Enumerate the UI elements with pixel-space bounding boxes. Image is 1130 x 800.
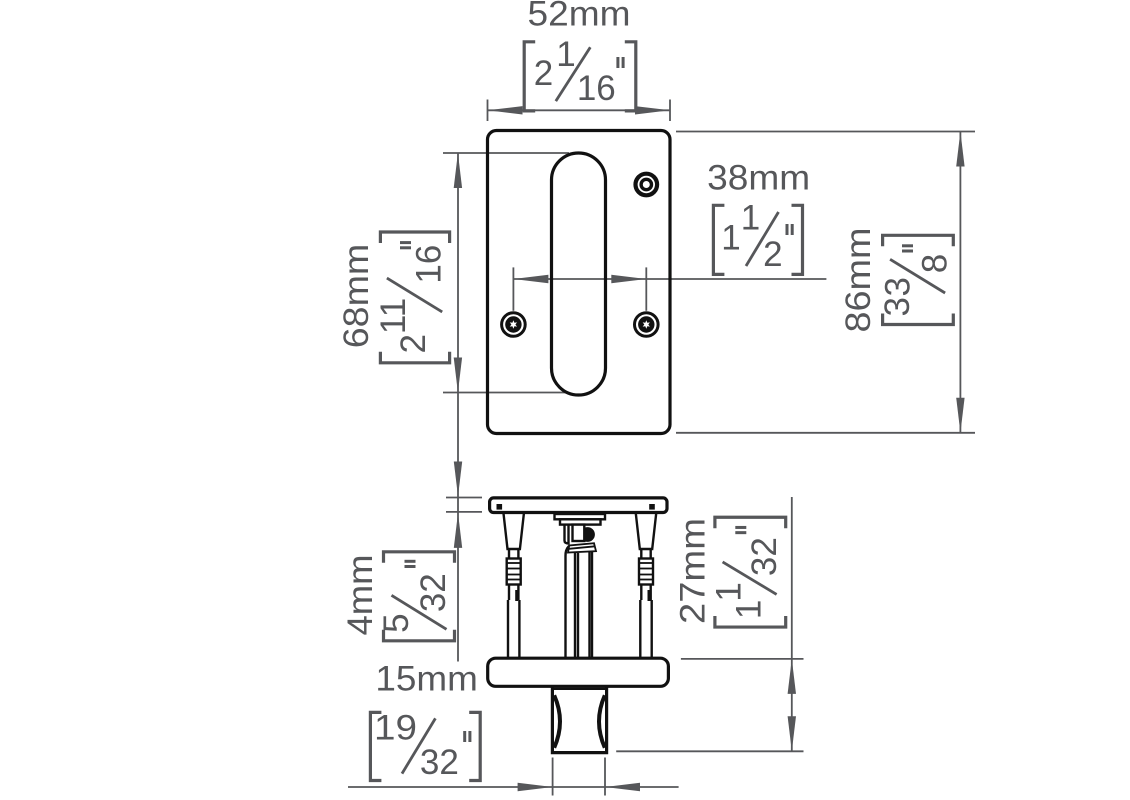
svg-text:15mm: 15mm — [375, 660, 478, 699]
svg-text:2: 2 — [394, 334, 433, 353]
svg-text:4mm: 4mm — [341, 555, 380, 636]
svg-text:32: 32 — [414, 573, 453, 612]
svg-text:16: 16 — [410, 245, 449, 284]
svg-text:1: 1 — [729, 600, 768, 619]
svg-text:2: 2 — [763, 235, 782, 274]
svg-text:1: 1 — [709, 582, 748, 601]
svg-text:16: 16 — [577, 69, 616, 108]
svg-text:1: 1 — [556, 35, 575, 74]
svg-text:27mm: 27mm — [674, 518, 713, 624]
svg-text:32: 32 — [420, 743, 459, 782]
svg-text:3: 3 — [878, 297, 917, 316]
svg-text:1: 1 — [721, 219, 740, 258]
svg-text:11: 11 — [374, 298, 413, 334]
svg-text:38mm: 38mm — [707, 159, 810, 198]
svg-text:32: 32 — [745, 537, 784, 576]
svg-text:68mm: 68mm — [337, 244, 376, 349]
svg-text:2: 2 — [534, 54, 553, 93]
svg-text:1: 1 — [741, 199, 760, 238]
svg-text:19: 19 — [374, 709, 417, 748]
svg-text:3: 3 — [878, 277, 917, 296]
svg-text:52mm: 52mm — [528, 0, 631, 34]
svg-text:86mm: 86mm — [839, 228, 878, 333]
svg-text:5: 5 — [377, 613, 416, 632]
svg-text:8: 8 — [915, 254, 954, 273]
